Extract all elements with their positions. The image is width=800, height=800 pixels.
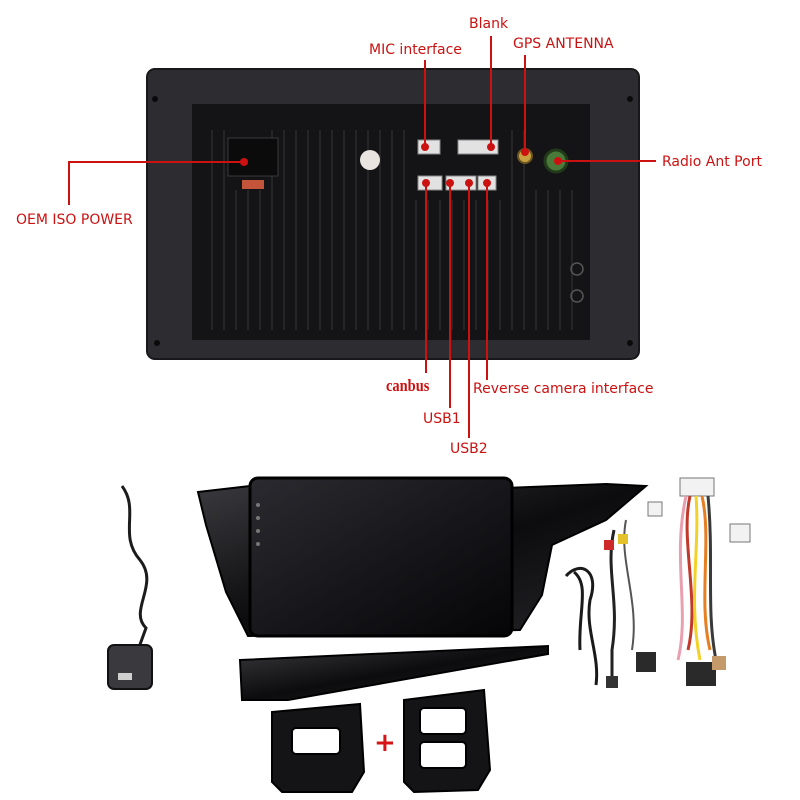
label-canbus: canbus	[386, 376, 430, 395]
mount-hole	[154, 340, 160, 346]
label-usb2: USB2	[450, 441, 488, 457]
camera-cable-accessory	[604, 519, 635, 688]
mount-hole	[627, 96, 633, 102]
sticker	[360, 150, 380, 170]
plus-sign: +	[374, 728, 396, 758]
label-usb1: USB1	[423, 411, 461, 427]
side-bracket-right	[403, 688, 492, 794]
screen	[248, 476, 514, 638]
callout-lines	[68, 36, 656, 438]
label-mic-interface: MIC interface	[369, 42, 462, 58]
gps-antenna-accessory	[107, 485, 153, 690]
iso-power-connector	[227, 137, 279, 177]
power-harness-accessory	[636, 477, 751, 686]
label-blank: Blank	[469, 16, 509, 32]
trim-strip	[238, 644, 549, 701]
mount-hole	[627, 340, 633, 346]
label-radio-ant-port: Radio Ant Port	[662, 154, 762, 170]
usb-cable-accessory	[564, 566, 599, 686]
mount-hole	[152, 96, 158, 102]
label-oem-iso-power: OEM ISO POWER	[16, 212, 133, 228]
connector-blank	[457, 139, 499, 155]
head-unit-back	[146, 68, 640, 360]
dash-frame-with-screen	[196, 476, 649, 638]
fuse	[242, 180, 264, 189]
side-bracket-left	[271, 702, 366, 793]
label-gps-antenna: GPS ANTENNA	[513, 36, 614, 52]
label-reverse-camera-interface: Reverse camera interface	[473, 381, 654, 397]
